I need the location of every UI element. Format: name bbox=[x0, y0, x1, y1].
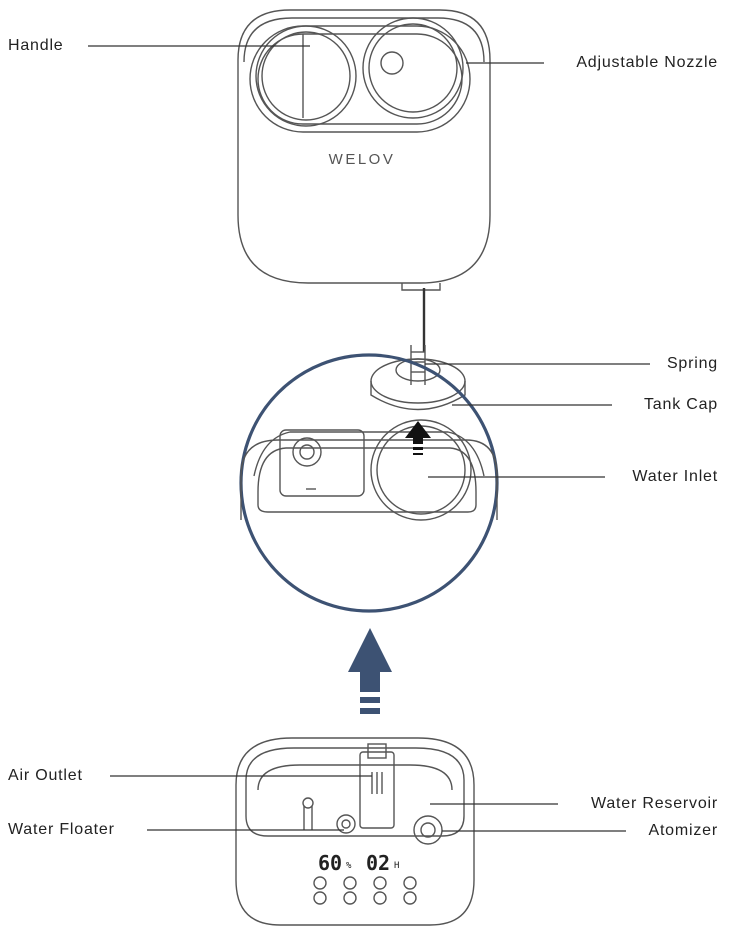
label-air-outlet: Air Outlet bbox=[8, 767, 83, 784]
label-tank-cap: Tank Cap bbox=[644, 396, 718, 413]
leader-lines bbox=[88, 45, 650, 832]
nozzle-part bbox=[362, 17, 464, 119]
label-spring: Spring bbox=[666, 355, 718, 372]
atomizer-part bbox=[413, 815, 443, 845]
base-unit bbox=[235, 737, 475, 926]
up-arrow-small-icon bbox=[405, 421, 431, 455]
label-water-floater: Water Floater bbox=[8, 821, 115, 838]
control-buttons bbox=[313, 876, 417, 905]
label-water-inlet: Water Inlet bbox=[632, 468, 718, 485]
display-panel: 60 % 02 H bbox=[318, 851, 399, 875]
humidity-unit: % bbox=[346, 861, 352, 871]
up-arrow-large-icon bbox=[348, 628, 392, 714]
timer-unit: H bbox=[394, 861, 399, 871]
label-adjustable-nozzle: Adjustable Nozzle bbox=[576, 54, 718, 71]
label-water-reservoir: Water Reservoir bbox=[591, 795, 718, 812]
water-tank bbox=[237, 9, 491, 352]
detail-magnifier bbox=[239, 353, 499, 613]
handle-part bbox=[255, 25, 357, 127]
water-floater-part bbox=[302, 797, 356, 834]
tank-cap-part bbox=[370, 345, 466, 411]
air-outlet-part bbox=[359, 743, 395, 829]
humidity-readout: 60 bbox=[318, 851, 342, 875]
timer-readout: 02 bbox=[366, 851, 390, 875]
brand-logo: WELOV bbox=[329, 151, 396, 168]
label-atomizer: Atomizer bbox=[648, 822, 718, 839]
label-handle: Handle bbox=[8, 37, 64, 54]
